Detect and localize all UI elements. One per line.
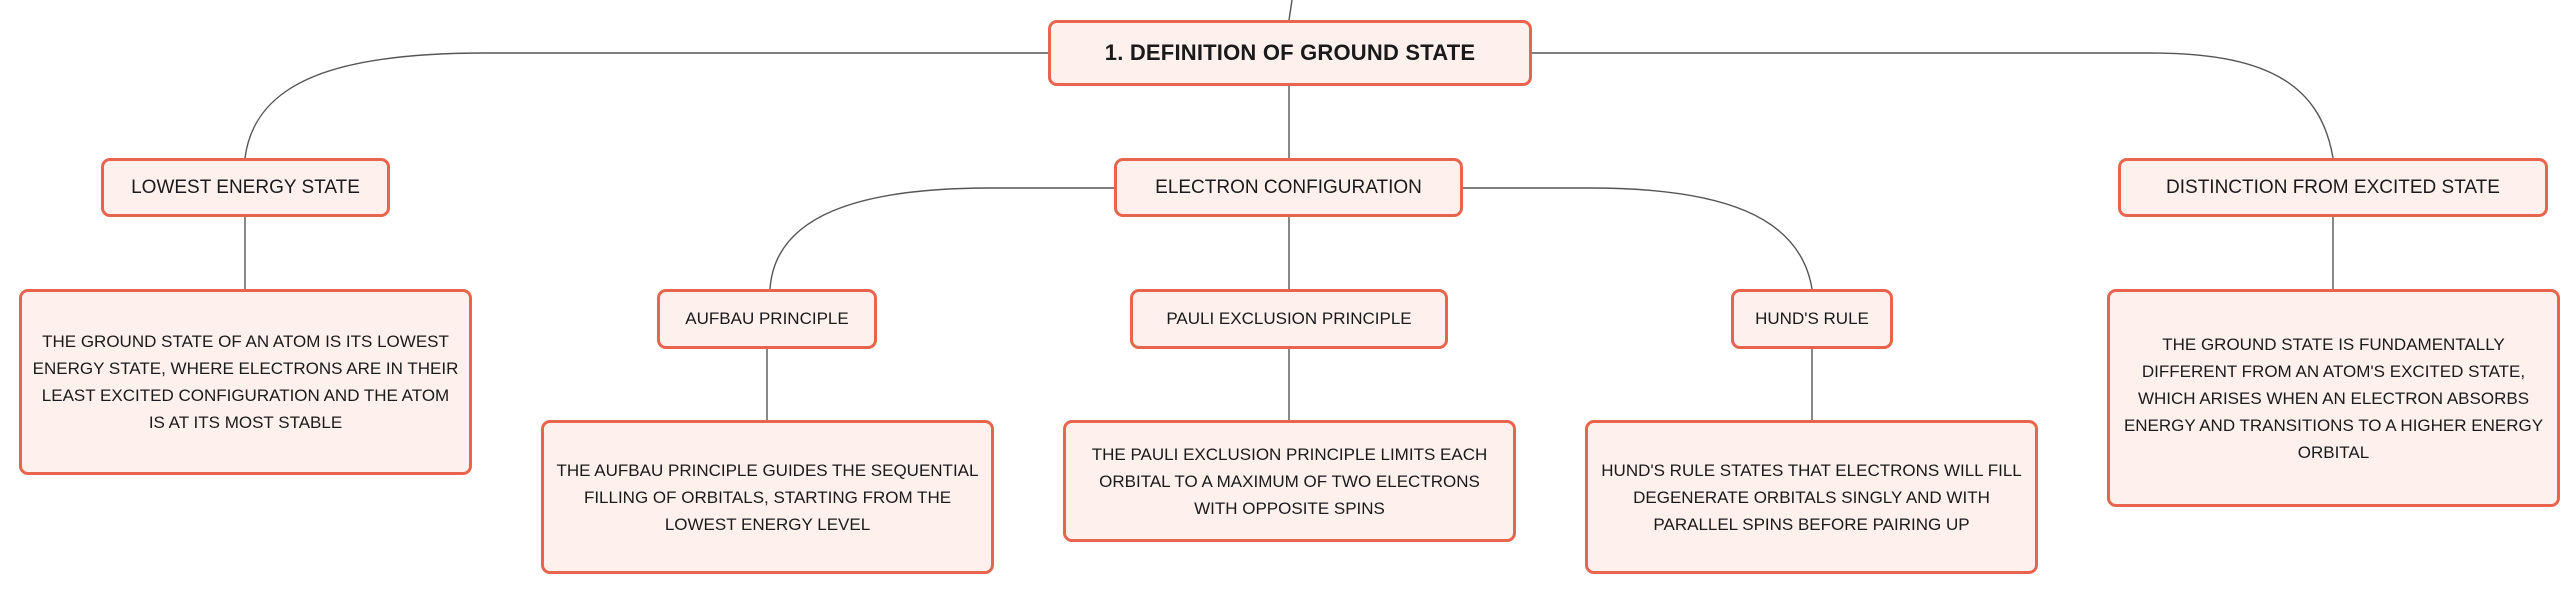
connector-root-to-lowest-energy bbox=[244, 52, 1048, 159]
connector-electron-configuration-to-aufbau bbox=[769, 187, 1114, 290]
description-text: THE GROUND STATE OF AN ATOM IS ITS LOWES… bbox=[32, 332, 459, 432]
subtopic-label: HUND'S RULE bbox=[1755, 309, 1869, 328]
description-hunds-rule[interactable]: HUND'S RULE STATES THAT ELECTRONS WILL F… bbox=[1585, 420, 2038, 574]
topic-electron-configuration[interactable]: ELECTRON CONFIGURATION bbox=[1114, 158, 1463, 217]
topic-lowest-energy-state[interactable]: LOWEST ENERGY STATE bbox=[101, 158, 390, 217]
topic-distinction-from-excited-state[interactable]: DISTINCTION FROM EXCITED STATE bbox=[2118, 158, 2548, 217]
topic-label: ELECTRON CONFIGURATION bbox=[1155, 176, 1422, 198]
subtopic-label: AUFBAU PRINCIPLE bbox=[685, 309, 849, 328]
connector-from-parent bbox=[1288, 0, 1293, 21]
description-text: HUND'S RULE STATES THAT ELECTRONS WILL F… bbox=[1601, 460, 2022, 534]
description-text: THE AUFBAU PRINCIPLE GUIDES THE SEQUENTI… bbox=[556, 460, 979, 534]
description-text: THE PAULI EXCLUSION PRINCIPLE LIMITS EAC… bbox=[1091, 444, 1488, 518]
description-distinction-from-excited-state[interactable]: THE GROUND STATE IS FUNDAMENTALLY DIFFER… bbox=[2107, 289, 2560, 507]
description-text: THE GROUND STATE IS FUNDAMENTALLY DIFFER… bbox=[2123, 334, 2544, 462]
root-node[interactable]: 1. DEFINITION OF GROUND STATE bbox=[1048, 20, 1532, 86]
description-lowest-energy-state[interactable]: THE GROUND STATE OF AN ATOM IS ITS LOWES… bbox=[19, 289, 472, 475]
subtopic-pauli-exclusion-principle[interactable]: PAULI EXCLUSION PRINCIPLE bbox=[1130, 289, 1448, 349]
topic-label: DISTINCTION FROM EXCITED STATE bbox=[2166, 176, 2500, 198]
connector-root-to-excited-distinction bbox=[1530, 52, 2334, 159]
subtopic-hunds-rule[interactable]: HUND'S RULE bbox=[1731, 289, 1893, 349]
topic-label: LOWEST ENERGY STATE bbox=[131, 176, 360, 198]
description-aufbau-principle[interactable]: THE AUFBAU PRINCIPLE GUIDES THE SEQUENTI… bbox=[541, 420, 994, 574]
description-pauli-exclusion-principle[interactable]: THE PAULI EXCLUSION PRINCIPLE LIMITS EAC… bbox=[1063, 420, 1516, 542]
connector-electron-configuration-to-hund bbox=[1463, 187, 1813, 290]
subtopic-aufbau-principle[interactable]: AUFBAU PRINCIPLE bbox=[657, 289, 877, 349]
root-label: 1. DEFINITION OF GROUND STATE bbox=[1104, 40, 1476, 65]
subtopic-label: PAULI EXCLUSION PRINCIPLE bbox=[1166, 309, 1412, 328]
